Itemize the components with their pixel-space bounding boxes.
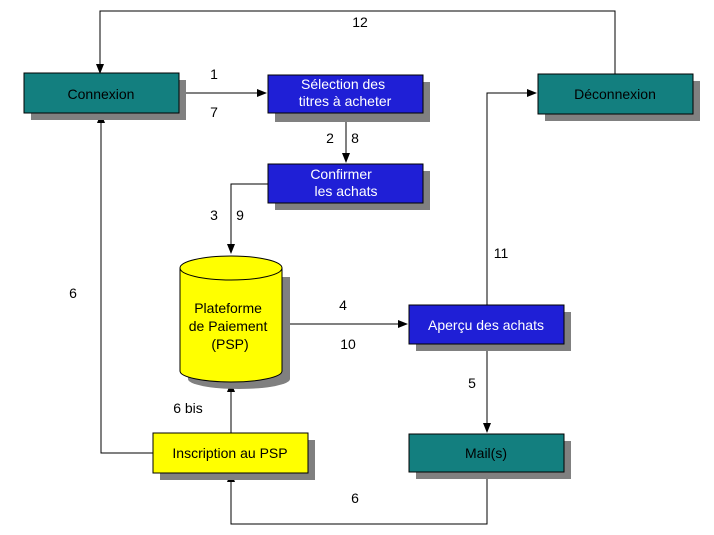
edge-label-8: 8 xyxy=(351,130,359,146)
node-selection-label-line2: titres à acheter xyxy=(299,93,392,109)
node-mails: Mail(s) xyxy=(408,433,571,479)
node-selection-label-line1: Sélection des xyxy=(301,76,385,92)
edge-label-9: 9 xyxy=(236,207,244,223)
edge-label-4: 4 xyxy=(339,297,347,313)
node-confirmer: Confirmer les achats xyxy=(267,163,430,210)
svg-text:Plateforme de Paiement: Plateforme de Paiement (PSP) xyxy=(189,300,272,352)
svg-text:Inscription au PSP: Inscription au PSP xyxy=(172,445,287,461)
node-plateforme-label-line2: de Paiement xyxy=(189,318,268,334)
edge-label-6bis: 6 bis xyxy=(173,400,203,416)
node-plateforme-label-line3: (PSP) xyxy=(211,336,248,352)
node-mails-label: Mail(s) xyxy=(465,445,507,461)
node-selection: Sélection des titres à acheter xyxy=(267,74,430,122)
node-connexion: Connexion xyxy=(23,72,186,120)
node-apercu: Aperçu des achats xyxy=(408,304,571,351)
edge-label-12: 12 xyxy=(352,14,368,30)
node-inscription: Inscription au PSP xyxy=(152,432,315,480)
node-confirmer-label-line2: les achats xyxy=(314,183,377,199)
svg-text:Confirmer les achats: Confirmer les achats xyxy=(310,166,377,199)
svg-text:Mail(s): Mail(s) xyxy=(465,445,507,461)
edge-label-6-bottom: 6 xyxy=(351,490,359,506)
edge-label-10: 10 xyxy=(340,336,356,352)
edge-mails-to-inscription xyxy=(227,472,488,525)
svg-text:Déconnexion: Déconnexion xyxy=(574,86,656,102)
node-inscription-label: Inscription au PSP xyxy=(172,445,287,461)
node-plateforme-label-line1: Plateforme xyxy=(194,300,262,316)
edge-deconnexion-to-connexion xyxy=(96,10,616,75)
node-deconnexion-label: Déconnexion xyxy=(574,86,656,102)
edge-label-3: 3 xyxy=(210,207,218,223)
edges xyxy=(96,10,616,525)
edge-label-7: 7 xyxy=(210,104,218,120)
node-plateforme: Plateforme de Paiement (PSP) xyxy=(179,255,290,389)
svg-text:Sélection des titres à a: Sélection des titres à acheter xyxy=(299,76,392,109)
svg-text:Connexion: Connexion xyxy=(68,86,135,102)
edge-label-11: 11 xyxy=(494,245,509,261)
edge-label-1: 1 xyxy=(210,66,218,82)
node-connexion-label: Connexion xyxy=(68,86,135,102)
svg-text:Aperçu des achats: Aperçu des achats xyxy=(428,317,544,333)
edge-confirmer-to-plateforme xyxy=(227,183,268,254)
node-apercu-label: Aperçu des achats xyxy=(428,317,544,333)
node-deconnexion: Déconnexion xyxy=(537,73,700,121)
edge-inscription-to-connexion xyxy=(97,113,153,454)
edge-label-5: 5 xyxy=(468,375,476,391)
edge-label-6-left: 6 xyxy=(69,285,77,301)
edge-label-2: 2 xyxy=(326,130,334,146)
node-confirmer-label-line1: Confirmer xyxy=(310,166,372,182)
edge-apercu-to-deconnexion xyxy=(486,89,537,305)
